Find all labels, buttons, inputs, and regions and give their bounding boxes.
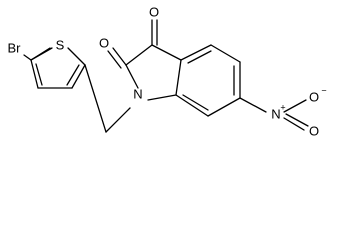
bond-c5-c4 — [30, 59, 39, 89]
bond-c7-c7a — [175, 94, 209, 117]
bond-c2-o-double — [107, 50, 122, 69]
bond-c2-o — [112, 47, 127, 66]
bond-n-o-top — [283, 99, 307, 113]
nitro-nitrogen-label: N — [271, 106, 280, 121]
bond-s-c5 — [30, 47, 53, 61]
nitro-oxygen-top-label: O — [309, 89, 319, 104]
thiophene-ring — [23, 47, 86, 89]
lactam-oxygen-label: O — [99, 35, 109, 50]
bond-c4-c5 — [210, 44, 241, 63]
methylene-linker — [84, 64, 131, 133]
background — [0, 0, 348, 154]
structure-svg: Br S N O O N + O − O — [0, 0, 348, 154]
nitro-oxygen-charge: − — [321, 85, 326, 95]
nitro-oxygen-bottom-label: O — [309, 123, 319, 138]
benzene-ring — [175, 44, 241, 117]
nitrogen-label: N — [133, 86, 142, 101]
bond-c2-ch2 — [84, 64, 107, 133]
bond-c7-c7a-inner — [182, 94, 209, 111]
nitro-nitrogen-charge: + — [280, 102, 285, 112]
bond-c5-c4-double — [35, 63, 43, 86]
ketone-oxygen-label: O — [149, 4, 159, 19]
bond-c2-s — [67, 47, 86, 66]
bond-c3a-c4 — [180, 44, 212, 61]
bond-c7a-n — [147, 94, 177, 101]
sulfur-label: S — [56, 37, 65, 52]
bond-n-c2 — [125, 64, 139, 89]
bond-c3-c3a — [151, 44, 182, 61]
bond-ch2-n — [105, 107, 131, 133]
carbonyl-groups — [107, 19, 158, 69]
bond-c3-c2-double — [66, 64, 80, 86]
bond-c2-c3 — [125, 44, 153, 66]
bond-c3a-c7a — [175, 59, 182, 96]
nitro-group — [239, 97, 309, 131]
bond-c5-to-br — [23, 54, 32, 61]
isatin-five-ring — [125, 44, 182, 101]
molecule-diagram: Br S N O O N + O − O — [0, 0, 348, 154]
bond-c3-c2 — [71, 64, 86, 89]
bond-c5-no2 — [239, 97, 267, 113]
bond-c6-c7 — [207, 97, 241, 117]
bond-n-o-bottom — [283, 117, 305, 131]
bond-c3a-c4-inner — [187, 50, 212, 64]
bromine-label: Br — [8, 40, 22, 55]
bond-n-o-bottom-double — [285, 113, 309, 127]
